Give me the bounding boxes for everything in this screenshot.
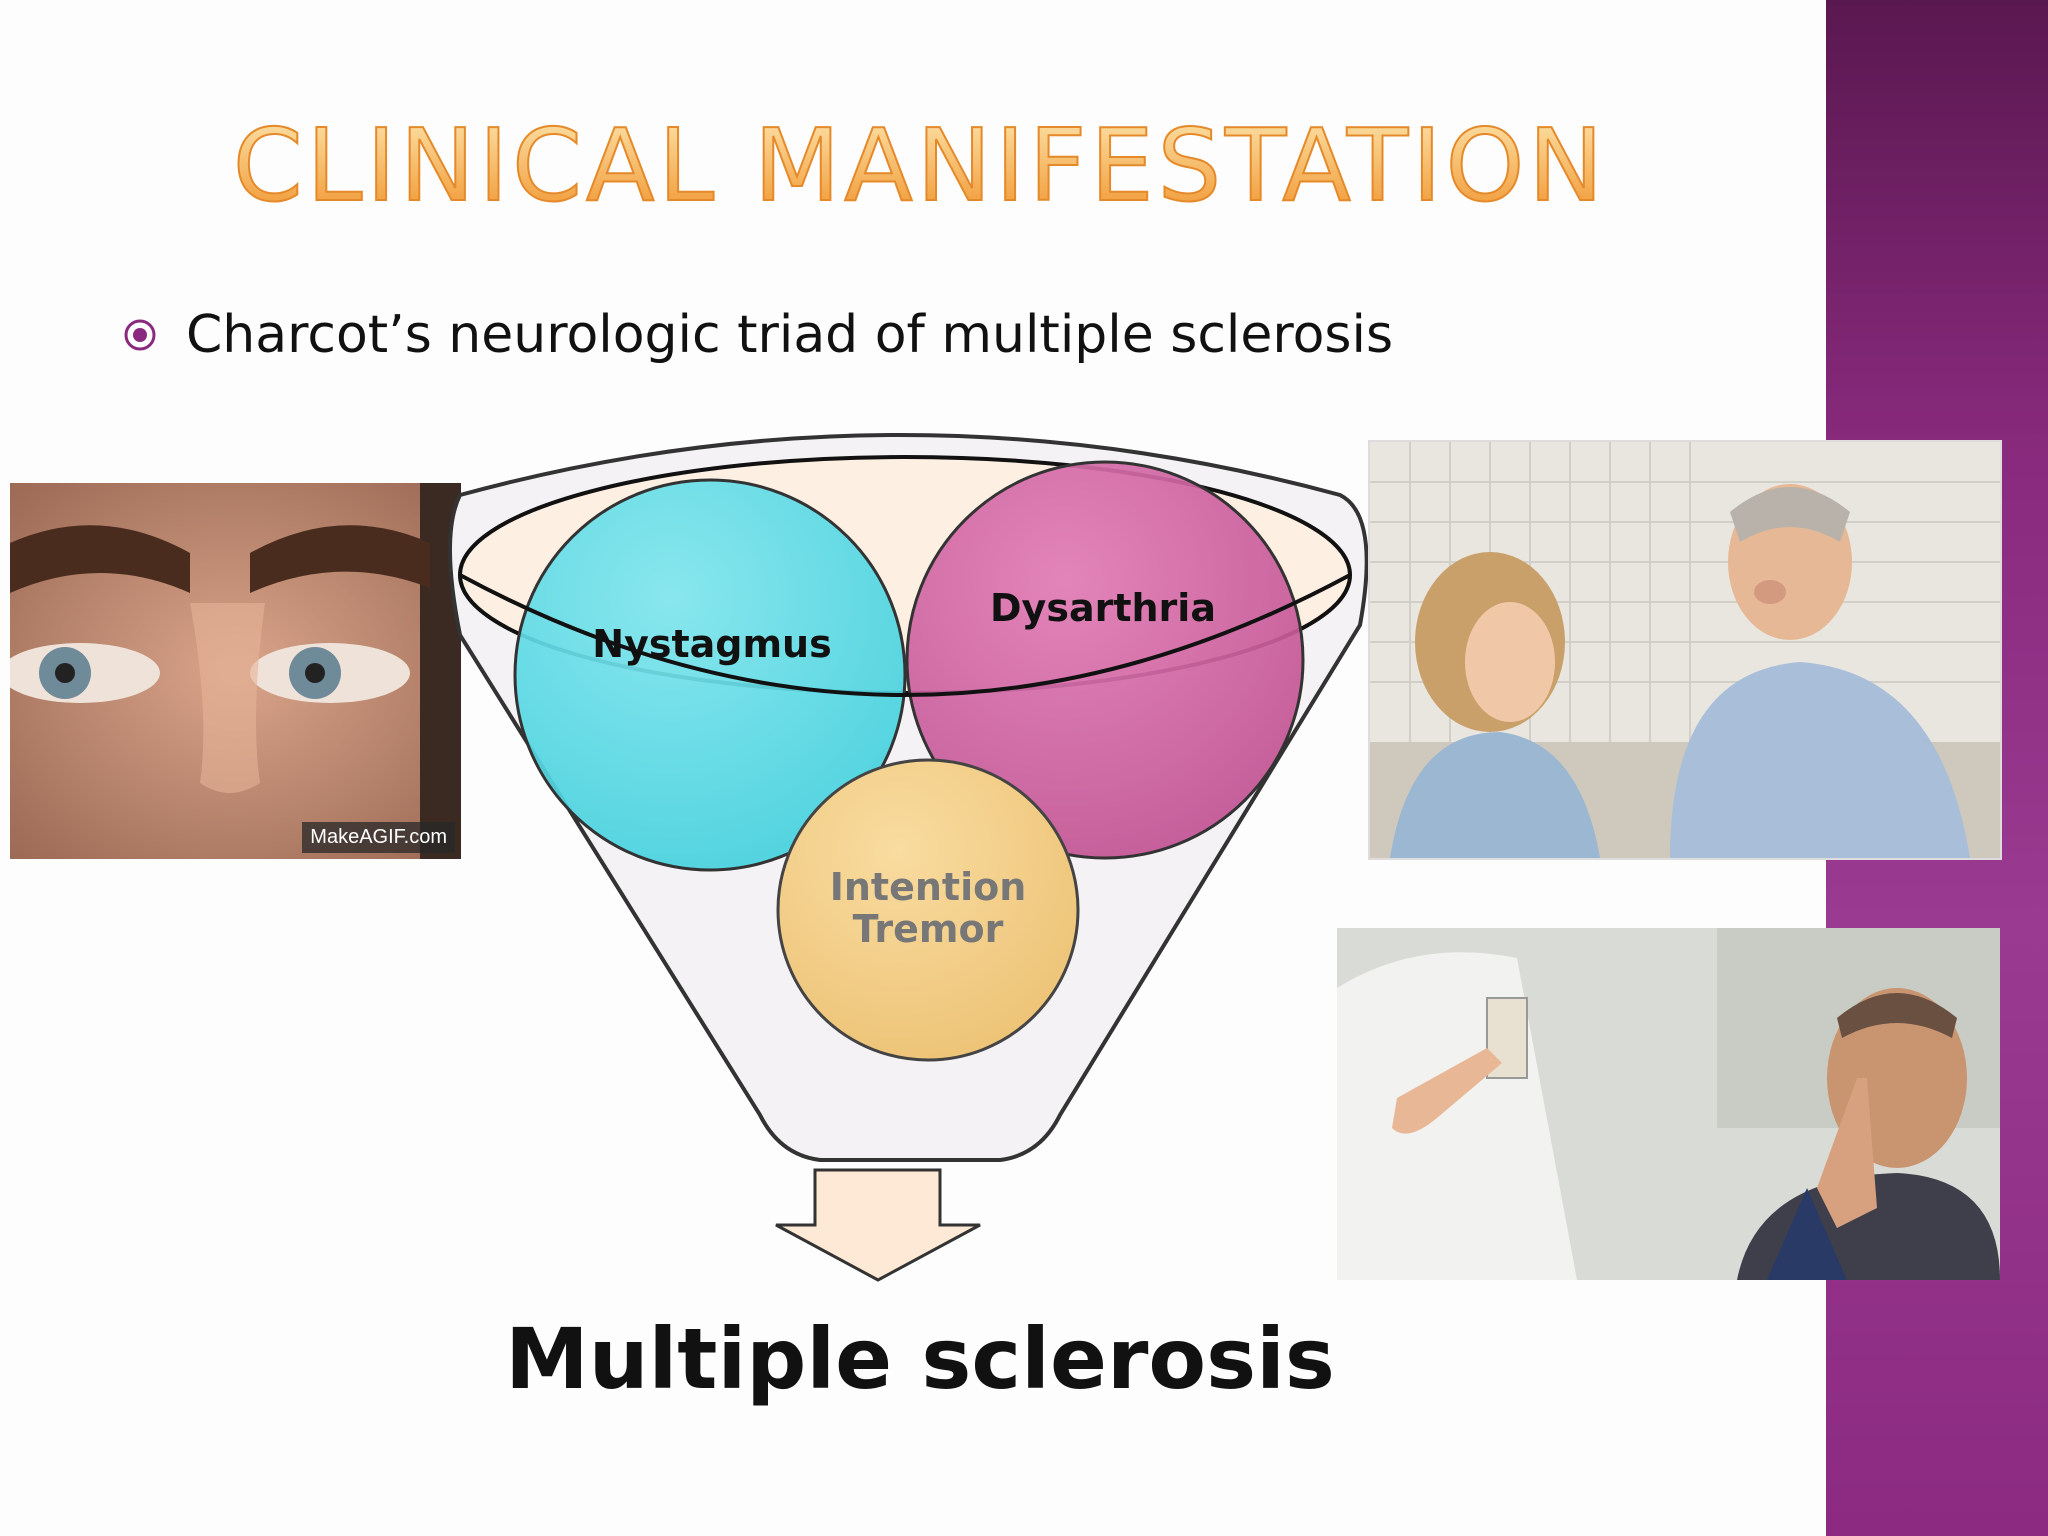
slide-title: CLINICAL MANIFESTATION bbox=[232, 106, 1607, 220]
down-arrow-icon bbox=[775, 1168, 981, 1282]
finger-nose-test-photo bbox=[1337, 928, 2000, 1280]
dysarthria-circle bbox=[905, 460, 1305, 860]
bullet-item: Charcot’s neurologic triad of multiple s… bbox=[120, 300, 1420, 370]
triad-funnel-diagram: Nystagmus Dysarthria Intention Tremor bbox=[448, 433, 1369, 1282]
bullet-text: Charcot’s neurologic triad of multiple s… bbox=[186, 305, 1394, 365]
dysarthria-speech-photo bbox=[1368, 440, 2002, 860]
nystagmus-label: Nystagmus bbox=[592, 622, 831, 666]
tremor-label: Tremor bbox=[853, 907, 1004, 951]
intention-tremor-circle bbox=[776, 758, 1080, 1062]
dysarthria-label: Dysarthria bbox=[990, 586, 1216, 630]
result-heading: Multiple sclerosis bbox=[505, 1310, 1335, 1408]
watermark-label: MakeAGIF.com bbox=[302, 822, 455, 853]
slide-title-text: CLINICAL MANIFESTATION bbox=[233, 107, 1607, 220]
target-bullet-icon bbox=[124, 319, 156, 351]
nystagmus-eyes-photo: MakeAGIF.com bbox=[10, 483, 461, 859]
intention-label: Intention bbox=[830, 865, 1027, 909]
nystagmus-circle bbox=[513, 478, 907, 872]
